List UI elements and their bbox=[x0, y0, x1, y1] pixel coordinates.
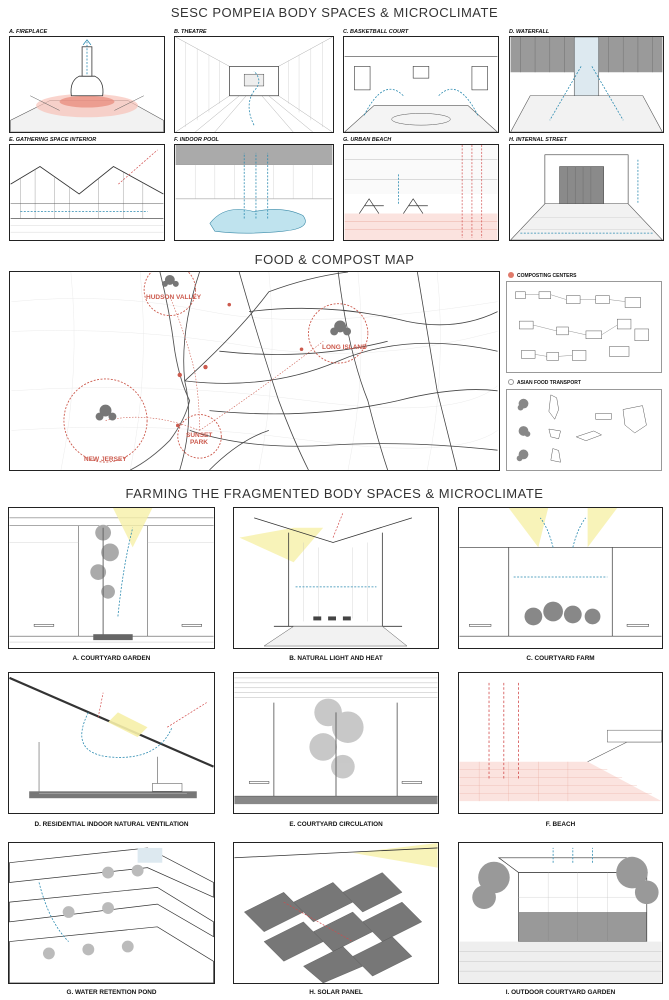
farming-panel-outdoor-courtyard bbox=[458, 842, 663, 984]
title-sesc: SESC POMPEIA BODY SPACES & MICROCLIMATE bbox=[170, 5, 499, 20]
sesc-panel-theatre bbox=[174, 36, 334, 133]
caption-b: B. NATURAL LIGHT AND HEAT bbox=[289, 655, 383, 662]
fireplace-drawing bbox=[10, 39, 164, 132]
sesc-label-h: H. INTERNAL STREET bbox=[509, 137, 567, 143]
caption-f: F. BEACH bbox=[545, 821, 576, 828]
courtyard-circulation-drawing bbox=[234, 677, 438, 805]
composting-dot-icon bbox=[508, 272, 514, 278]
sesc-label-g: G. URBAN BEACH bbox=[343, 137, 392, 143]
basketball-drawing bbox=[344, 56, 498, 132]
beach-drawing bbox=[459, 682, 662, 802]
food-compost-map: HUDSON VALLEY LONG ISLAND SUNSET PARK NE… bbox=[9, 271, 500, 471]
asian-food-drawing bbox=[516, 394, 647, 463]
composting-process-diagram bbox=[506, 281, 662, 373]
map-label-long-island: LONG ISLAND bbox=[322, 344, 367, 351]
farming-panel-courtyard-farm bbox=[458, 507, 663, 649]
farming-panel-courtyard-garden bbox=[8, 507, 215, 649]
farming-panel-courtyard-circulation bbox=[233, 672, 439, 814]
sesc-label-f: F. INDOOR POOL bbox=[174, 137, 219, 143]
natural-light-drawing bbox=[239, 512, 413, 647]
waterfall-drawing bbox=[510, 37, 663, 132]
asian-food-diagram bbox=[506, 389, 662, 471]
asian-food-dot-icon bbox=[508, 379, 514, 385]
sesc-panel-indoor-pool bbox=[174, 144, 334, 241]
caption-h: H. SOLAR PANEL bbox=[309, 989, 363, 996]
title-farming: FARMING THE FRAGMENTED BODY SPACES & MIC… bbox=[125, 486, 544, 501]
caption-e: E. COURTYARD CIRCULATION bbox=[289, 821, 383, 828]
courtyard-farm-drawing bbox=[459, 508, 662, 637]
water-retention-drawing bbox=[9, 847, 214, 983]
sesc-panel-waterfall bbox=[509, 36, 664, 133]
internal-street-drawing bbox=[510, 154, 663, 240]
legend-composting-centers: COMPOSTING CENTERS bbox=[517, 273, 577, 279]
outdoor-courtyard-drawing bbox=[459, 847, 662, 983]
sesc-panel-urban-beach bbox=[343, 144, 499, 241]
sesc-label-c: C. BASKETBALL COURT bbox=[343, 29, 409, 35]
solar-panel-drawing bbox=[234, 843, 438, 983]
map-label-sunset-park: SUNSET PARK bbox=[186, 432, 213, 446]
map-roads bbox=[11, 272, 498, 470]
sesc-panel-internal-street bbox=[509, 144, 664, 241]
caption-d: D. RESIDENTIAL INDOOR NATURAL VENTILATIO… bbox=[34, 821, 189, 828]
farming-panel-natural-light bbox=[233, 507, 439, 649]
map-legend: COMPOSTING CENTERS ASIAN FOOD TRANSPORT bbox=[506, 271, 662, 471]
farming-panel-residential-ventilation bbox=[8, 672, 215, 814]
courtyard-garden-drawing bbox=[9, 508, 214, 643]
indoor-pool-drawing bbox=[175, 145, 333, 234]
gathering-drawing bbox=[10, 149, 164, 233]
farming-panel-beach bbox=[458, 672, 663, 814]
composting-flow-drawing bbox=[515, 291, 649, 361]
sesc-label-e: E. GATHERING SPACE INTERIOR bbox=[9, 137, 97, 143]
sesc-label-b: B. THEATRE bbox=[174, 29, 207, 35]
sesc-label-d: D. WATERFALL bbox=[509, 29, 550, 35]
sesc-panel-basketball bbox=[343, 36, 499, 133]
farming-panel-solar bbox=[233, 842, 439, 984]
sesc-panel-fireplace bbox=[9, 36, 165, 133]
caption-i: I. OUTDOOR COURTYARD GARDEN bbox=[505, 989, 616, 996]
map-label-new-jersey: NEW JERSEY bbox=[84, 456, 127, 463]
map-label-hudson-valley: HUDSON VALLEY bbox=[146, 294, 202, 301]
caption-g: G. WATER RETENTION POND bbox=[66, 989, 157, 996]
caption-c: C. COURTYARD FARM bbox=[526, 655, 595, 662]
theatre-drawing bbox=[175, 37, 333, 132]
legend-asian-food-transport: ASIAN FOOD TRANSPORT bbox=[517, 380, 581, 386]
urban-beach-drawing bbox=[344, 145, 498, 240]
residential-ventilation-drawing bbox=[9, 676, 214, 799]
farming-panel-water-retention bbox=[8, 842, 215, 984]
caption-a: A. COURTYARD GARDEN bbox=[72, 655, 151, 662]
sesc-label-a: A. FIREPLACE bbox=[9, 29, 48, 35]
title-food-compost-map: FOOD & COMPOST MAP bbox=[254, 252, 415, 267]
sesc-panel-gathering bbox=[9, 144, 165, 241]
